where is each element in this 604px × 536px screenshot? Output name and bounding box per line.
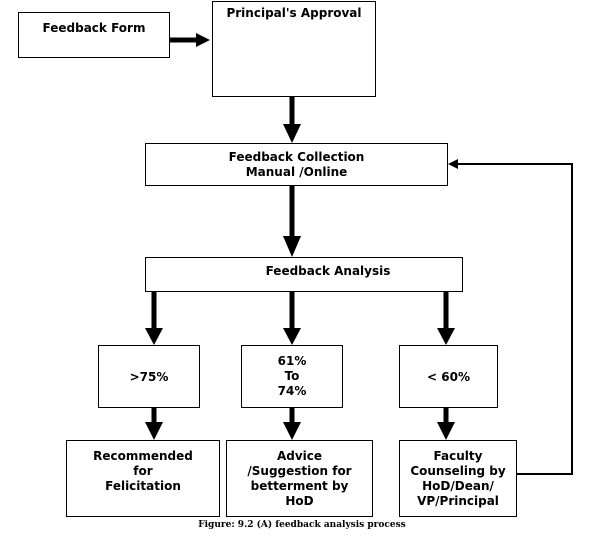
node-label: Feedback Collection xyxy=(228,150,365,164)
arrowhead xyxy=(283,328,301,345)
node-label: Faculty xyxy=(433,449,483,463)
node-label: HoD xyxy=(285,494,314,508)
mid-range-box: 61% To 74% xyxy=(241,345,343,408)
feedback-collection-box: Feedback Collection Manual /Online xyxy=(145,143,448,186)
node-label: for xyxy=(133,464,153,478)
recommended-box: Recommended for Felicitation xyxy=(66,440,220,517)
node-label: /Suggestion for xyxy=(247,464,352,478)
node-label: Manual /Online xyxy=(245,165,348,179)
node-label: Advice xyxy=(276,449,323,463)
node-label: betterment by xyxy=(250,479,349,493)
node-label: >75% xyxy=(129,370,169,384)
arrowhead xyxy=(437,422,455,440)
arrowhead xyxy=(145,328,163,345)
node-label: Felicitation xyxy=(105,479,181,493)
node-label: Recommended xyxy=(93,449,193,463)
arrowhead xyxy=(196,33,210,47)
feedback-loop-line xyxy=(458,163,573,475)
feedback-form-box: Feedback Form xyxy=(18,12,170,58)
node-label: Feedback Form xyxy=(42,21,146,35)
feedback-analysis-box: Feedback Analysis xyxy=(145,257,463,292)
node-label: Counseling by xyxy=(410,464,506,478)
node-label: Principal's Approval xyxy=(226,6,362,20)
node-label: HoD/Dean/ xyxy=(422,479,494,493)
arrowhead xyxy=(283,422,301,440)
node-label: Feedback Analysis xyxy=(265,264,391,278)
node-label: 74% xyxy=(277,384,307,398)
gt75-box: >75% xyxy=(98,345,200,408)
arrowhead xyxy=(283,236,301,257)
feedback-loop-arrowhead xyxy=(448,159,458,169)
figure-caption: Figure: 9.2 (A) feedback analysis proces… xyxy=(198,520,406,530)
lt60-box: < 60% xyxy=(399,345,498,408)
node-label: To xyxy=(284,369,300,383)
arrowhead xyxy=(145,422,163,440)
faculty-counseling-box: Faculty Counseling by HoD/Dean/ VP/Princ… xyxy=(399,440,517,517)
arrowhead xyxy=(283,124,301,143)
node-label: < 60% xyxy=(427,370,470,384)
arrowhead xyxy=(437,328,455,345)
node-label: VP/Principal xyxy=(417,494,499,508)
principal-approval-box: Principal's Approval xyxy=(212,1,376,97)
advice-box: Advice /Suggestion for betterment by HoD xyxy=(226,440,373,517)
node-label: 61% xyxy=(277,354,307,368)
